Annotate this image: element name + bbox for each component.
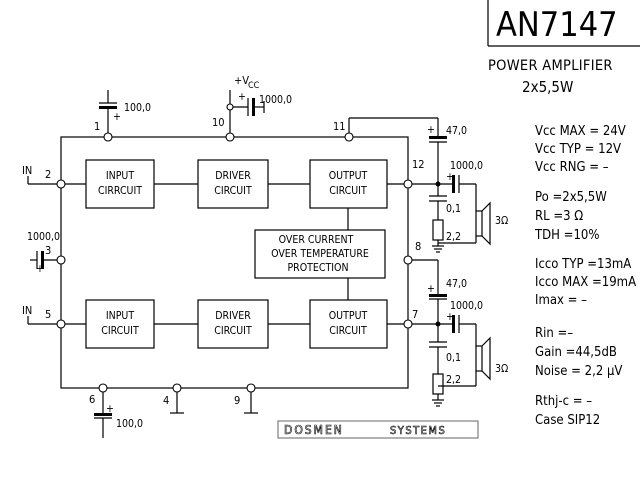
input-circuit-2: INPUT CIRCUIT xyxy=(85,299,155,349)
spec-case: Case SIP12 xyxy=(535,413,600,428)
svg-text:11: 11 xyxy=(333,120,346,133)
brand-suffix: SYSTEMS xyxy=(390,424,446,437)
svg-text:1000,0: 1000,0 xyxy=(259,94,292,106)
svg-text:1000,0: 1000,0 xyxy=(450,160,483,172)
vcc-pin-10: +V CC 1000,0 + 10 xyxy=(212,74,292,137)
svg-text:3Ω: 3Ω xyxy=(495,215,508,227)
spec-imax: Imax = – xyxy=(535,293,587,308)
svg-text:DRIVER: DRIVER xyxy=(215,170,251,182)
svg-text:1000,0: 1000,0 xyxy=(27,231,60,243)
svg-text:+: + xyxy=(113,111,121,123)
svg-text:6: 6 xyxy=(89,393,95,406)
pin9-ground: 9 xyxy=(234,388,258,414)
output-2-network: 1000,0 + 0,1 2,2 7 xyxy=(408,300,483,407)
svg-text:1: 1 xyxy=(94,120,100,133)
svg-text:IN: IN xyxy=(22,164,32,177)
spec-rthjc: Rthj-c = – xyxy=(535,394,592,409)
input-circuit-1: INPUT CIRRCUIT xyxy=(85,159,155,209)
svg-text:PROTECTION: PROTECTION xyxy=(287,262,348,274)
svg-text:0,1: 0,1 xyxy=(446,352,461,364)
svg-text:+V: +V xyxy=(234,74,249,87)
svg-text:4: 4 xyxy=(163,394,169,407)
svg-text:9: 9 xyxy=(234,394,240,407)
svg-text:+: + xyxy=(427,283,435,295)
driver-circuit-1: DRIVER CIRCUIT xyxy=(197,159,269,209)
spec-gain: Gain =44,5dB xyxy=(535,345,617,360)
part-number: AN7147 xyxy=(496,5,618,45)
brand-logo: DOSMEN SYSTEMS xyxy=(277,420,479,439)
input-pin-2: IN 2 xyxy=(22,164,61,185)
svg-text:INPUT: INPUT xyxy=(106,170,134,182)
spec-noise: Noise = 2,2 μV xyxy=(535,364,622,379)
svg-text:+: + xyxy=(36,263,44,275)
input-pin-5: IN 5 xyxy=(22,304,61,325)
pin8-bootstrap: 47,0 + 8 xyxy=(408,240,467,324)
svg-text:1000,0: 1000,0 xyxy=(450,300,483,312)
svg-text:+: + xyxy=(446,171,454,183)
svg-text:0,1: 0,1 xyxy=(446,203,461,215)
svg-text:OUTPUT: OUTPUT xyxy=(329,170,368,182)
svg-text:3Ω: 3Ω xyxy=(495,363,508,375)
internal-wiring xyxy=(61,183,408,325)
spec-icco-max: Icco MAX =19mA xyxy=(535,275,636,290)
svg-text:2: 2 xyxy=(45,168,51,181)
protection-block: OVER CURRENT OVER TEMPERATURE PROTECTION xyxy=(254,229,386,279)
subtitle: POWER AMPLIFIER xyxy=(488,58,613,74)
svg-text:100,0: 100,0 xyxy=(116,418,143,430)
spec-rin: Rin =– xyxy=(535,326,573,341)
specifications: Vcc MAX = 24V Vcc TYP = 12V Vcc RNG = – … xyxy=(534,124,636,428)
spec-rl: RL =3 Ω xyxy=(535,209,583,224)
power-rating: 2x5,5W xyxy=(522,78,573,96)
svg-text:OUTPUT: OUTPUT xyxy=(329,310,368,322)
spec-vcc-max: Vcc MAX = 24V xyxy=(535,124,626,139)
spec-tdh: TDH =10% xyxy=(534,228,599,243)
svg-text:8: 8 xyxy=(415,240,421,253)
svg-text:CIRCUIT: CIRCUIT xyxy=(329,325,367,337)
output-1-network: 1000,0 + 0,1 2,2 12 xyxy=(408,158,483,253)
svg-text:OVER TEMPERATURE: OVER TEMPERATURE xyxy=(271,248,369,260)
svg-text:CIRCUIT: CIRCUIT xyxy=(329,185,367,197)
title-box: AN7147 xyxy=(487,0,640,47)
svg-text:CIRRCUIT: CIRRCUIT xyxy=(98,185,142,197)
svg-text:CC: CC xyxy=(248,81,260,91)
output-circuit-2: OUTPUT CIRCUIT xyxy=(309,299,388,349)
svg-text:10: 10 xyxy=(212,116,225,129)
pin11-bootstrap: 47,0 + 11 xyxy=(333,117,467,184)
svg-text:CIRCUIT: CIRCUIT xyxy=(214,185,252,197)
driver-circuit-2: DRIVER CIRCUIT xyxy=(197,299,269,349)
svg-text:7: 7 xyxy=(412,308,418,321)
speaker-1-icon: 3Ω xyxy=(475,201,508,246)
output-circuit-1: OUTPUT CIRCUIT xyxy=(309,159,388,209)
brand-name: DOSMEN xyxy=(284,423,344,437)
pin3-capacitor: 1000,0 3 + xyxy=(27,231,61,275)
svg-text:3: 3 xyxy=(45,244,51,257)
svg-text:+: + xyxy=(446,311,454,323)
pin6-capacitor: 100,0 + 6 xyxy=(89,388,143,438)
spec-vcc-typ: Vcc TYP = 12V xyxy=(535,142,621,157)
svg-text:CIRCUIT: CIRCUIT xyxy=(214,325,252,337)
svg-text:+: + xyxy=(427,124,435,136)
spec-po: Po =2x5,5W xyxy=(535,190,607,205)
svg-text:INPUT: INPUT xyxy=(106,310,134,322)
pin-dots xyxy=(56,103,441,393)
pin4-ground: 4 xyxy=(163,388,184,414)
speaker-2-icon: 3Ω xyxy=(475,336,508,381)
svg-text:47,0: 47,0 xyxy=(446,278,467,290)
svg-text:+: + xyxy=(106,403,114,415)
svg-text:CIRCUIT: CIRCUIT xyxy=(101,325,139,337)
svg-text:DRIVER: DRIVER xyxy=(215,310,251,322)
spec-vcc-rng: Vcc RNG = – xyxy=(535,160,609,175)
svg-text:100,0: 100,0 xyxy=(124,102,151,114)
pin1-capacitor: 100,0 + 1 xyxy=(94,90,151,137)
svg-text:2,2: 2,2 xyxy=(446,231,461,243)
svg-text:OVER CURRENT: OVER CURRENT xyxy=(279,234,354,246)
svg-text:IN: IN xyxy=(22,304,32,317)
svg-text:12: 12 xyxy=(412,158,425,171)
svg-text:47,0: 47,0 xyxy=(446,125,467,137)
svg-text:5: 5 xyxy=(45,308,51,321)
spec-icco-typ: Icco TYP =13mA xyxy=(535,257,631,272)
svg-text:2,2: 2,2 xyxy=(446,374,461,386)
svg-text:+: + xyxy=(238,91,246,103)
